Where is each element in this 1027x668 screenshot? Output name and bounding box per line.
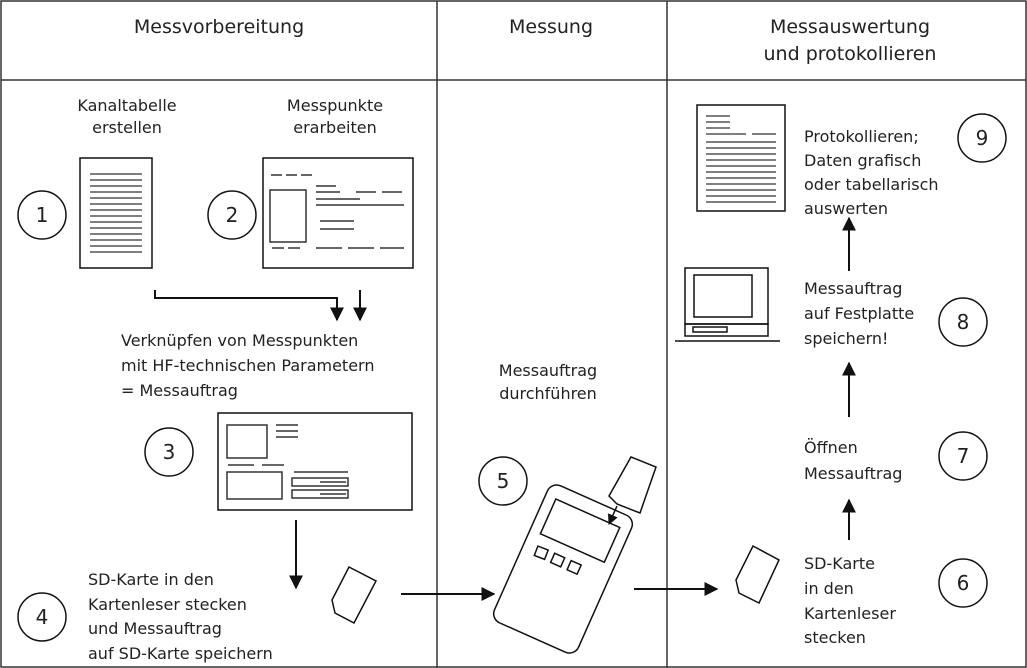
festplatte-label-line2: auf Festplatte <box>804 304 914 323</box>
svg-text:7: 7 <box>957 444 970 468</box>
svg-text:9: 9 <box>976 126 989 150</box>
protokoll-label-line1: Protokollieren; <box>804 127 919 146</box>
protokoll-label-line2: Daten grafisch <box>804 151 921 170</box>
sd-step4-label-line3: und Messauftrag <box>88 619 222 638</box>
oeffnen-label-line1: Öffnen <box>804 438 858 457</box>
sd-step4-label-line2: Kartenleser stecken <box>88 595 247 614</box>
svg-text:1: 1 <box>36 203 49 227</box>
svg-text:2: 2 <box>226 203 239 227</box>
sd-step6-label-line1: SD-Karte <box>804 554 875 573</box>
protokoll-label-line4: auswerten <box>804 199 888 218</box>
measurement-order-icon <box>217 412 413 511</box>
sd-step4-label-line4: auf SD-Karte speichern <box>88 644 273 663</box>
durchfuehren-label-line2: durchführen <box>499 384 597 403</box>
svg-text:5: 5 <box>497 469 510 493</box>
sd-card-icon <box>331 565 378 625</box>
durchfuehren-label-line1: Messauftrag <box>499 361 597 380</box>
sd-step4-label-line1: SD-Karte in den <box>88 570 214 589</box>
step-8-circle: 8 <box>938 297 988 347</box>
verknuepfen-label-line1: Verknüpfen von Messpunkten <box>121 331 358 350</box>
step-4-circle: 4 <box>17 592 67 642</box>
sd-step6-label-line3: Kartenleser <box>804 604 896 623</box>
step-5-circle: 5 <box>478 456 528 506</box>
step-1-circle: 1 <box>17 190 67 240</box>
header-messauswertung-line1: Messauswertung <box>770 16 930 38</box>
insert-arrow <box>608 505 618 525</box>
sd-card-inserted-icon <box>608 456 657 514</box>
sd-step6-label-line2: in den <box>804 579 854 598</box>
sd-card-icon-2 <box>735 544 780 605</box>
report-icon <box>696 104 786 212</box>
svg-text:4: 4 <box>36 605 49 629</box>
svg-text:6: 6 <box>957 571 970 595</box>
step-3-circle: 3 <box>144 427 194 477</box>
arrow-kanaltabelle-to-verknuepfen <box>154 290 344 322</box>
form-icon <box>262 157 414 269</box>
festplatte-label-line3: speichern! <box>804 329 888 348</box>
header-messvorbereitung: Messvorbereitung <box>134 16 304 38</box>
svg-text:3: 3 <box>163 440 176 464</box>
oeffnen-label-line2: Messauftrag <box>804 464 902 483</box>
header-messauswertung-line2: und protokollieren <box>764 43 937 65</box>
header-messung: Messung <box>509 16 593 38</box>
svg-text:8: 8 <box>957 310 970 334</box>
step-2-circle: 2 <box>207 190 257 240</box>
kanaltabelle-label-line1: Kanaltabelle <box>77 96 176 115</box>
computer-icon <box>675 267 780 342</box>
verknuepfen-label-line3: = Messauftrag <box>121 381 238 400</box>
step-9-circle: 9 <box>957 113 1007 163</box>
festplatte-label-line1: Messauftrag <box>804 279 902 298</box>
verknuepfen-label-line2: mit HF-technischen Parametern <box>121 356 374 375</box>
messpunkte-label-line1: Messpunkte <box>287 96 383 115</box>
handheld-meter-icon <box>492 484 634 654</box>
kanaltabelle-label-line2: erstellen <box>92 118 162 137</box>
messpunkte-label-line2: erarbeiten <box>293 118 377 137</box>
step-6-circle: 6 <box>938 558 988 608</box>
sd-step6-label-line4: stecken <box>804 628 866 647</box>
protokoll-label-line3: oder tabellarisch <box>804 175 939 194</box>
step-7-circle: 7 <box>938 431 988 481</box>
document-icon <box>79 157 153 269</box>
